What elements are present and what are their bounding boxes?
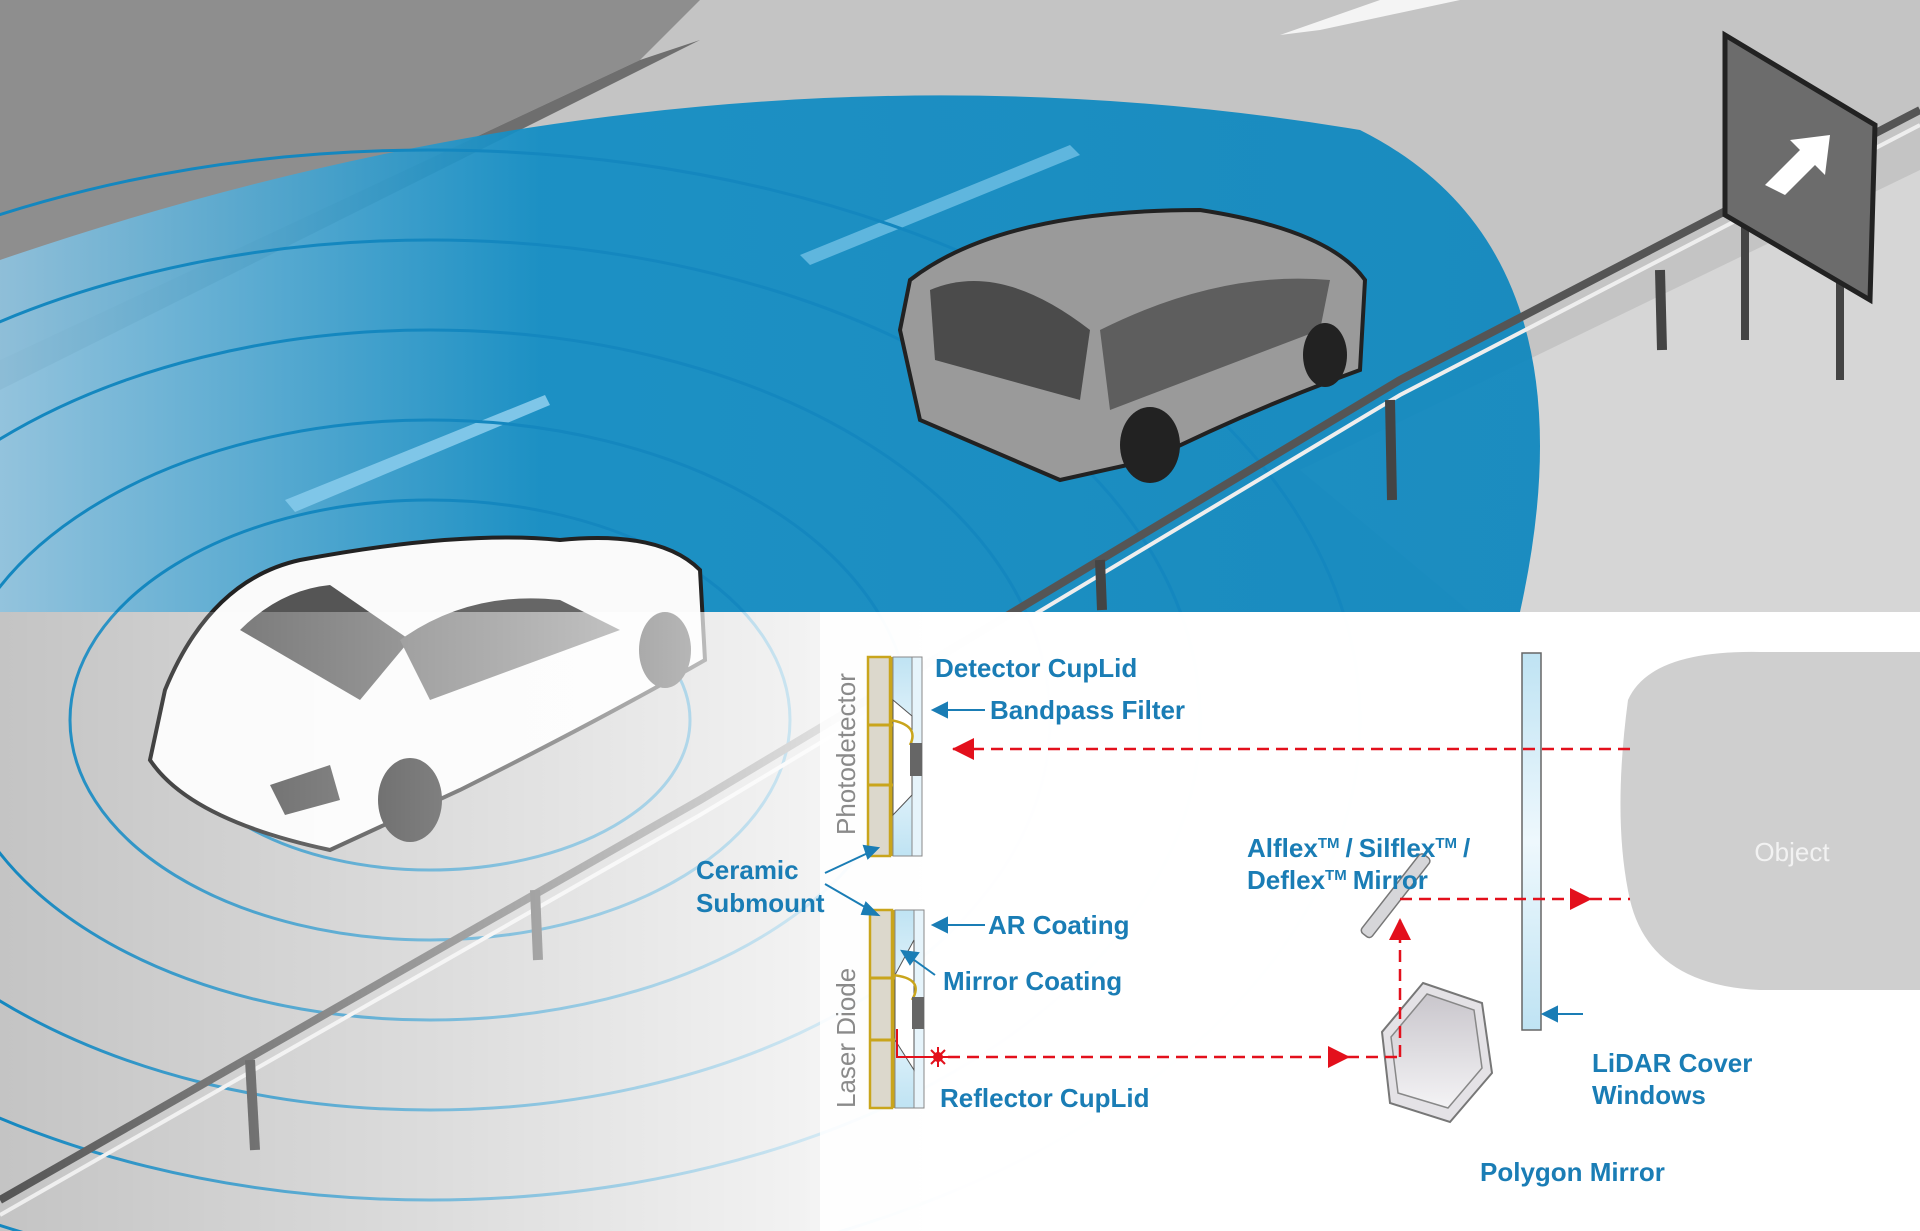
label-detector-cuplid: Detector CupLid <box>935 653 1137 683</box>
label-bandpass-filter: Bandpass Filter <box>990 695 1185 725</box>
lane-marking <box>800 145 1080 265</box>
photodetector-module <box>866 655 923 858</box>
label-ceramic: Ceramic <box>696 855 799 885</box>
arrow-icon <box>860 901 881 917</box>
arrow-left-icon <box>1540 1005 1558 1023</box>
polygon-mirror <box>1380 981 1494 1124</box>
object-shape <box>1620 651 1920 990</box>
label-submount: Submount <box>696 888 825 918</box>
label-windows: Windows <box>1592 1080 1706 1110</box>
lidar-cover-window <box>1521 652 1542 1031</box>
label-polygon-mirror: Polygon Mirror <box>1480 1157 1665 1187</box>
arrow-left-icon <box>952 738 974 760</box>
label-lidar-cover: LiDAR Cover <box>1592 1048 1752 1078</box>
arrow-icon <box>862 844 881 860</box>
label-laser-diode: Laser Diode <box>831 968 861 1108</box>
arrow-left-icon <box>930 701 948 719</box>
arrow-right-icon <box>1328 1046 1350 1068</box>
label-pointers <box>824 701 1583 1023</box>
label-object: Object <box>1754 837 1830 867</box>
arrow-icon <box>900 949 920 966</box>
arrow-up-icon <box>1389 918 1411 940</box>
label-ar-coating: AR Coating <box>988 910 1130 940</box>
road-sign <box>1722 30 1878 380</box>
laser-diode-module <box>868 908 948 1110</box>
label-photodetector: Photodetector <box>831 673 861 835</box>
arrow-left-icon <box>930 916 948 934</box>
laser-burst-icon <box>928 1047 948 1067</box>
van <box>897 207 1368 483</box>
label-reflector-cuplid: Reflector CupLid <box>940 1083 1149 1113</box>
arrow-right-icon <box>1765 135 1830 195</box>
lane-marking <box>285 395 550 512</box>
beam-arrowheads <box>952 738 1592 1068</box>
label-mirror-coating: Mirror Coating <box>943 966 1122 996</box>
lane-marking <box>1280 0 1460 35</box>
arrow-right-icon <box>1570 888 1592 910</box>
label-mirror-materials: AlflexTM/SilflexTM/ <box>1247 833 1470 863</box>
